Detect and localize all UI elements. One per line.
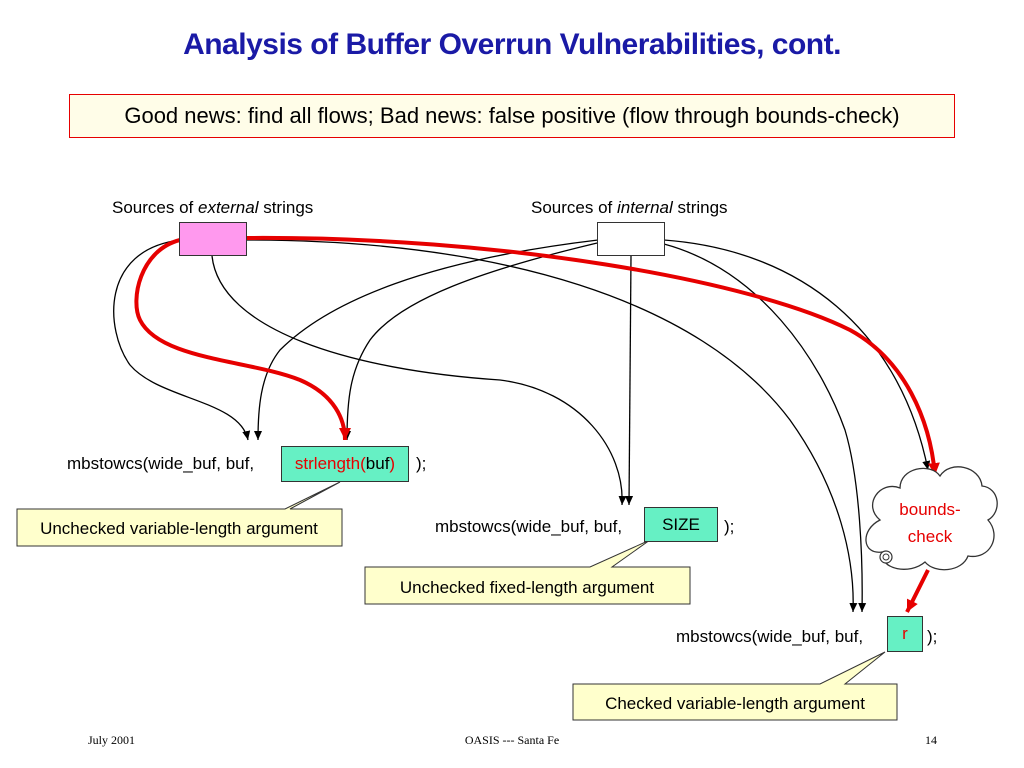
internal-label-prefix: Sources of [531, 198, 617, 217]
call2-argument-box: SIZE [644, 507, 718, 542]
strlength-close: ) [389, 454, 396, 473]
news-banner: Good news: find all flows; Bad news: fal… [69, 94, 955, 138]
flow-external-to-call1-buf [113, 239, 251, 441]
external-sources-label: Sources of external strings [112, 198, 313, 218]
callout-checked-variable-text: Checked variable-length argument [605, 694, 865, 713]
call3-suffix: ); [927, 627, 938, 646]
internal-label-word: internal [617, 198, 673, 217]
red-flow-bounds-check-to-r [905, 569, 930, 613]
call3-argument-box: r [887, 616, 923, 652]
strlength-fn: strlength( [294, 454, 366, 473]
red-flow-external-to-strlength [134, 238, 351, 441]
flow-internal-to-call1-arg [343, 239, 611, 441]
callout-checked-variable: Checked variable-length argument [572, 651, 898, 721]
callout-unchecked-variable: Unchecked variable-length argument [16, 481, 343, 547]
slide-title: Analysis of Buffer Overrun Vulnerabiliti… [183, 28, 841, 61]
external-label-prefix: Sources of [112, 198, 198, 217]
call2-suffix: ); [724, 517, 735, 536]
size-arg: SIZE [662, 515, 700, 534]
bounds-check-cloud [865, 466, 998, 571]
footer-page-number: 14 [925, 733, 937, 747]
call1-argument-box: strlength(buf) [281, 446, 409, 482]
flow-external-to-call3-buf [245, 239, 858, 613]
bounds-check-line1: bounds- [899, 500, 960, 519]
strlength-arg: buf [365, 454, 390, 473]
callout-unchecked-fixed-text: Unchecked fixed-length argument [400, 578, 654, 597]
callout-unchecked-variable-text: Unchecked variable-length argument [40, 519, 318, 538]
bounds-check-line2: check [908, 527, 953, 546]
external-label-suffix: strings [258, 198, 314, 217]
flow-internal-to-call3 [663, 243, 867, 613]
r-arg: r [902, 624, 908, 643]
flow-internal-to-bounds-check [663, 239, 931, 471]
call3-prefix: mbstowcs(wide_buf, buf, [676, 627, 864, 646]
call1-prefix: mbstowcs(wide_buf, buf, [67, 454, 255, 473]
external-source-box [179, 222, 247, 256]
flow-internal-to-call2 [625, 255, 634, 506]
call2-prefix: mbstowcs(wide_buf, buf, [435, 517, 623, 536]
callout-unchecked-fixed: Unchecked fixed-length argument [364, 539, 691, 605]
internal-label-suffix: strings [672, 198, 728, 217]
flow-external-to-call2 [211, 255, 627, 506]
red-flow-external-to-bounds-check [245, 235, 940, 476]
footer-venue: OASIS --- Santa Fe [464, 733, 560, 747]
external-label-word: external [198, 198, 259, 217]
call1-suffix: ); [416, 454, 427, 473]
flow-internal-to-call1-buf [254, 239, 599, 441]
internal-sources-label: Sources of internal strings [531, 198, 728, 218]
internal-source-box [597, 222, 665, 256]
footer-date: July 2001 [88, 733, 136, 747]
